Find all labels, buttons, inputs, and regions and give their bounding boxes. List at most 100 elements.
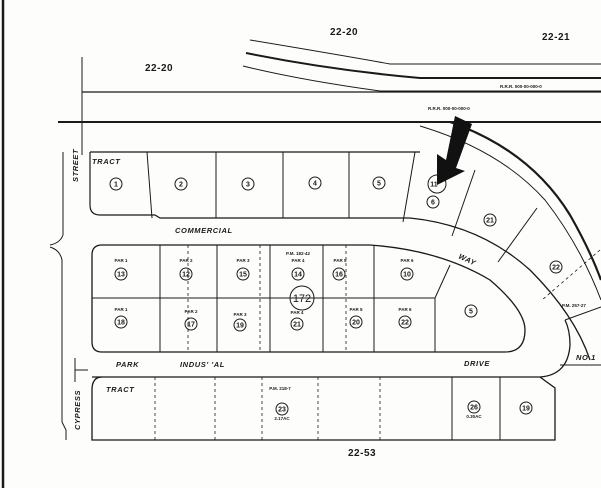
lot-line xyxy=(146,151,153,219)
svg-text:PAR 6: PAR 6 xyxy=(399,307,412,312)
svg-text:11: 11 xyxy=(430,182,438,189)
book-page-172: 172 xyxy=(289,285,315,311)
svg-text:22: 22 xyxy=(552,265,560,272)
sheet-ref-top-center: 22-20 xyxy=(330,27,358,38)
parcel-23[interactable]: P.M. 218-7 23 2.17AC xyxy=(269,386,291,421)
top-block-outline xyxy=(89,151,420,219)
svg-text:P.M. 182-42: P.M. 182-42 xyxy=(286,251,310,256)
svg-text:5: 5 xyxy=(469,309,473,316)
svg-text:P.M. 218-7: P.M. 218-7 xyxy=(269,386,291,391)
svg-text:PAR 3: PAR 3 xyxy=(237,258,250,263)
svg-text:5: 5 xyxy=(377,181,381,188)
svg-text:PAR 4: PAR 4 xyxy=(292,258,305,263)
sheet-ref-top-left: 22-20 xyxy=(145,63,173,74)
parcel-19-mid[interactable]: PAR 319 xyxy=(233,312,247,332)
svg-text:PAR 1: PAR 1 xyxy=(115,307,128,312)
lot-line xyxy=(564,306,601,321)
parcel-5-loop[interactable]: 5 xyxy=(464,304,478,318)
railroad-label-lower: R.R.R. 000-00-000-0 xyxy=(428,106,470,111)
tract-label-bottom: TRACT xyxy=(106,385,135,394)
svg-text:2.17AC: 2.17AC xyxy=(274,416,290,421)
svg-text:172: 172 xyxy=(293,293,311,305)
svg-text:0.30AC: 0.30AC xyxy=(466,414,482,419)
street-left-edge xyxy=(49,152,67,440)
railroad-label-upper: R.R.R. 000-00-000-0 xyxy=(500,84,542,89)
middle-block-outline xyxy=(91,244,526,353)
svg-text:PAR 1: PAR 1 xyxy=(115,258,128,263)
parcel-22-top[interactable]: 22 xyxy=(549,260,563,274)
way-road-outer xyxy=(409,217,591,361)
pointer-arrow-icon xyxy=(437,116,472,185)
svg-text:16: 16 xyxy=(335,272,343,279)
drive-road-outer xyxy=(92,319,571,378)
svg-text:21: 21 xyxy=(293,322,301,329)
street-label-street: STREET xyxy=(71,148,80,182)
svg-text:18: 18 xyxy=(117,320,125,327)
parcel-2[interactable]: 2 xyxy=(174,177,188,191)
parcel-21-mid[interactable]: PAR 4 21 xyxy=(290,310,304,331)
svg-text:PAR 5: PAR 5 xyxy=(350,307,363,312)
railroad-curve-mid xyxy=(245,52,601,79)
svg-text:6: 6 xyxy=(431,200,435,207)
parcel-1[interactable]: 1 xyxy=(109,177,123,191)
parcel-10[interactable]: PAR 6 10 xyxy=(400,258,414,281)
parcel-20[interactable]: PAR 5 20 xyxy=(349,307,363,329)
svg-text:PAR 2: PAR 2 xyxy=(180,258,193,263)
parcel-13[interactable]: PAR 1 13 xyxy=(114,258,128,281)
svg-text:2: 2 xyxy=(179,182,183,189)
parcel-22-mid[interactable]: PAR 6 22 xyxy=(398,307,412,329)
lot-line xyxy=(402,151,416,223)
parcel-19-bottom[interactable]: 19 xyxy=(519,401,533,415)
parcel-17[interactable]: PAR 2 17 xyxy=(184,309,198,331)
svg-text:PAR 4: PAR 4 xyxy=(291,310,304,315)
street-label-drive: DRIVE xyxy=(464,359,490,368)
svg-text:14: 14 xyxy=(294,272,302,279)
sheet-ref-bottom: 22-53 xyxy=(348,448,376,459)
pm-ref-257-27: P.M. 257-27 xyxy=(562,303,586,308)
svg-text:PAR 6: PAR 6 xyxy=(401,258,414,263)
svg-text:PAR 5: PAR 5 xyxy=(334,258,347,263)
svg-text:3: 3 xyxy=(246,182,250,189)
parcel-18[interactable]: PAR 1 18 xyxy=(114,307,128,329)
svg-text:26: 26 xyxy=(470,405,478,412)
parcel-4[interactable]: 4 xyxy=(308,176,322,190)
railroad-curve-outer xyxy=(249,39,601,65)
parcel-5-top[interactable]: 5 xyxy=(372,176,386,190)
parcel-26[interactable]: 26 0.30AC xyxy=(466,400,482,419)
parcel-16[interactable]: PAR 5 16 xyxy=(332,258,347,281)
parcel-6[interactable]: 6 xyxy=(426,195,440,209)
lot-line-dashed xyxy=(541,249,601,301)
parcel-15[interactable]: PAR 3 15 xyxy=(236,258,250,281)
bottom-tract-outline xyxy=(91,376,556,441)
lot-line xyxy=(451,169,476,237)
parcel-21-top[interactable]: 21 xyxy=(483,213,497,227)
street-label-commercial: COMMERCIAL xyxy=(175,226,233,235)
parcel-3[interactable]: 3 xyxy=(241,177,255,191)
street-label-cypress: CYPRESS xyxy=(73,390,82,430)
svg-text:12: 12 xyxy=(182,272,190,279)
lot-line xyxy=(434,264,451,299)
svg-text:13: 13 xyxy=(117,272,125,279)
svg-text:23: 23 xyxy=(278,407,286,414)
svg-text:4: 4 xyxy=(313,181,317,188)
svg-text:1: 1 xyxy=(114,182,118,189)
svg-text:20: 20 xyxy=(352,320,360,327)
parcel-12[interactable]: PAR 2 12 xyxy=(179,258,193,281)
tract-label-top: TRACT xyxy=(92,157,121,166)
svg-text:15: 15 xyxy=(239,272,247,279)
sheet-ref-top-right: 22-21 xyxy=(542,32,570,43)
street-label-park: PARK xyxy=(116,360,139,369)
way-outer-rr-curve xyxy=(449,120,601,281)
svg-text:10: 10 xyxy=(403,272,411,279)
street-label-no: NO 1 xyxy=(576,353,596,362)
svg-text:PAR 2: PAR 2 xyxy=(185,309,198,314)
railroad-curve-inner xyxy=(242,65,601,92)
svg-text:19: 19 xyxy=(236,323,244,330)
svg-text:22: 22 xyxy=(401,320,409,327)
svg-text:17: 17 xyxy=(187,322,195,329)
lot-line xyxy=(497,207,538,263)
street-label-industrial: INDUS' 'AL xyxy=(180,360,225,369)
svg-text:19: 19 xyxy=(522,406,530,413)
